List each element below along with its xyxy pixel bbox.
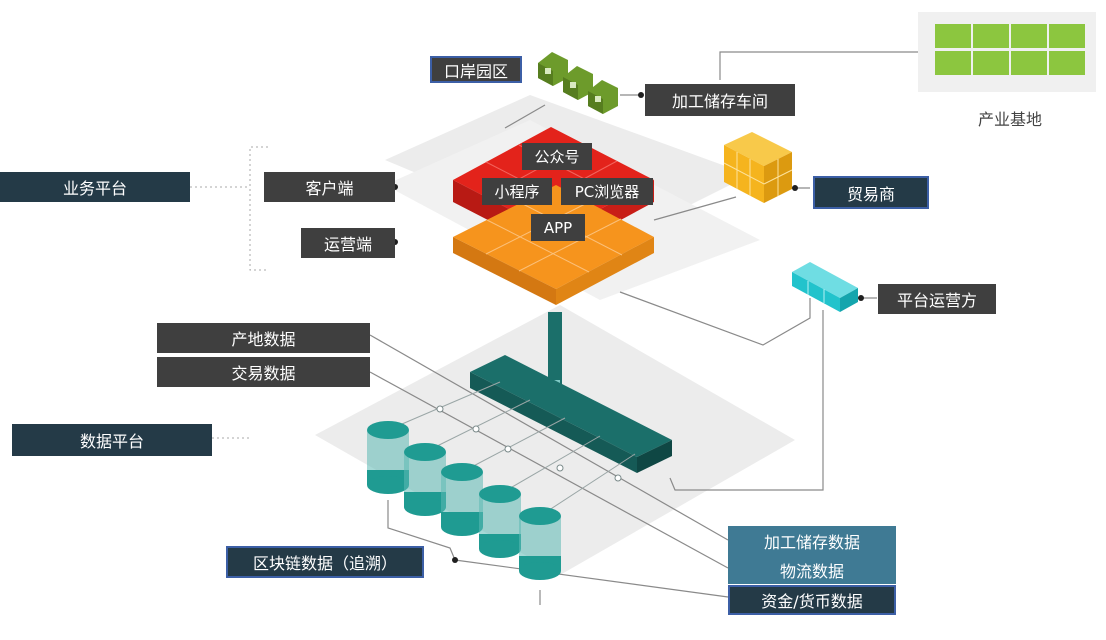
business-platform-label: 业务平台 xyxy=(0,172,190,202)
house-icon xyxy=(588,80,618,114)
cube-icon xyxy=(792,262,858,312)
mini-program-chip: 小程序 xyxy=(482,178,552,205)
platform-operator-label: 平台运营方 xyxy=(878,284,996,314)
logistics-data-label: 物流数据 xyxy=(728,555,896,584)
pc-browser-chip: PC浏览器 xyxy=(561,178,653,205)
industry-base-label: 产业基地 xyxy=(978,110,1043,129)
dotted-brackets xyxy=(190,146,268,439)
trade-data-label: 交易数据 xyxy=(157,357,370,387)
data-platform-label: 数据平台 xyxy=(12,424,212,456)
blockchain-data-label: 区块链数据（追溯） xyxy=(226,546,424,578)
finance-data-label: 资金/货币数据 xyxy=(728,585,896,615)
official-account-chip: 公众号 xyxy=(522,143,592,170)
data-beam xyxy=(470,312,672,473)
client-end-label: 客户端 xyxy=(264,172,395,202)
operation-end-label: 运营端 xyxy=(301,228,395,258)
trader-label: 贸易商 xyxy=(813,176,929,209)
cylinder-icon xyxy=(519,507,561,580)
connector-lines xyxy=(369,51,918,605)
cylinder-icon xyxy=(367,421,409,494)
cube-icon xyxy=(723,132,793,203)
processing-data-label: 加工储存数据 xyxy=(728,526,896,555)
cylinder-icon xyxy=(404,443,446,516)
grid-icon xyxy=(918,12,1096,92)
app-chip: APP xyxy=(531,214,585,241)
house-icon xyxy=(538,52,568,86)
port-zone-label: 口岸园区 xyxy=(430,56,522,83)
cylinder-icon xyxy=(479,485,521,558)
processing-workshop-label: 加工储存车间 xyxy=(645,84,795,116)
house-icon xyxy=(563,66,593,100)
origin-data-label: 产地数据 xyxy=(157,323,370,353)
cylinder-icon xyxy=(441,463,483,536)
